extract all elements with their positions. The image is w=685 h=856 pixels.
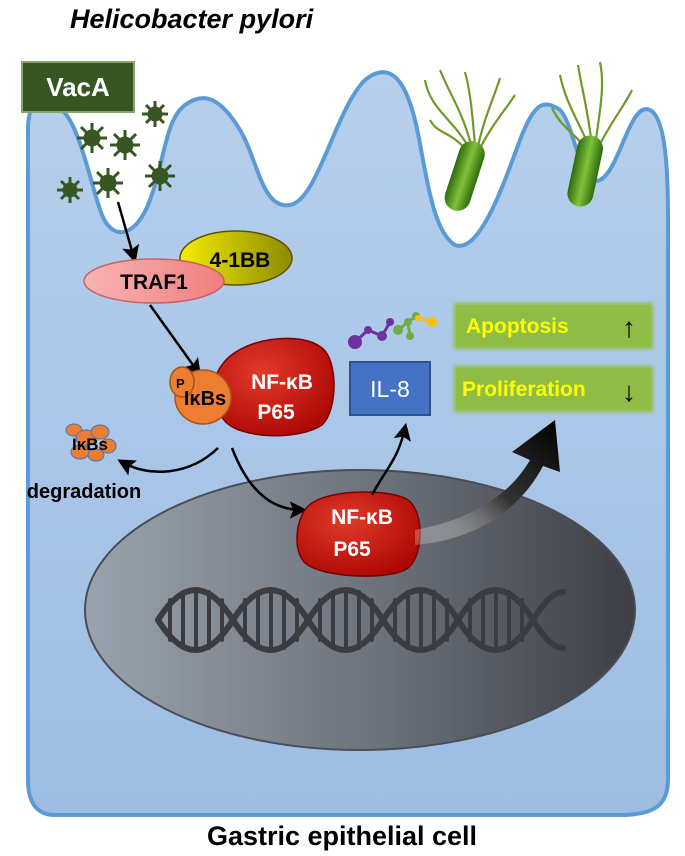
arrow-to-il8 — [370, 422, 411, 496]
vaca-box: VacA — [21, 61, 135, 113]
arrow-traf1-to-complex — [148, 304, 202, 377]
big-curved-arrow — [415, 420, 560, 545]
ligand-label: 4-1BB — [210, 249, 271, 272]
nucleus-p65-label: P65 — [333, 538, 371, 561]
helicobacter-bacteria-icon — [423, 61, 633, 211]
vaca-label: VacA — [46, 72, 110, 102]
degraded-ikbs-fragments-icon — [65, 423, 117, 462]
complex-p65-label: P65 — [257, 401, 295, 424]
nucleus-nfkb-p65: NF-κB P65 — [296, 491, 421, 577]
proliferation-label: Proliferation — [462, 378, 586, 401]
title: Helicobacter pylori — [70, 4, 314, 34]
nfkb-ikbs-complex: P IκBs NF-κB P65 — [169, 337, 335, 437]
il8-label: IL-8 — [370, 376, 410, 402]
complex-nfkb-label: NF-κB — [251, 371, 313, 394]
vaca-toxin-particles-icon — [57, 101, 175, 203]
dna-helix-icon — [155, 587, 566, 653]
traf1-protein: TRAF1 — [83, 258, 225, 304]
arrow-to-degradation — [117, 447, 219, 476]
traf1-label: TRAF1 — [120, 271, 188, 294]
nucleus-nfkb-label: NF-κB — [331, 506, 393, 529]
phospho-label: P — [176, 376, 185, 391]
degradation-label: degradation — [27, 481, 141, 503]
outcome-apoptosis: Apoptosis ↑ — [454, 303, 653, 349]
apoptosis-label: Apoptosis — [466, 315, 569, 338]
degradation-ikbs-label: IκBs — [72, 435, 108, 454]
arrow-to-nucleus — [230, 447, 308, 519]
arrow-vaca-to-traf1 — [116, 201, 140, 264]
complex-ikbs-label: IκBs — [184, 388, 226, 410]
footer-caption: Gastric epithelial cell — [207, 821, 477, 851]
outcome-proliferation: Proliferation ↓ — [454, 366, 653, 412]
up-arrow-icon: ↑ — [622, 312, 636, 343]
cytokine-molecules-icon — [348, 312, 437, 349]
down-arrow-icon: ↓ — [622, 376, 636, 407]
il8-box: IL-8 — [349, 361, 431, 416]
